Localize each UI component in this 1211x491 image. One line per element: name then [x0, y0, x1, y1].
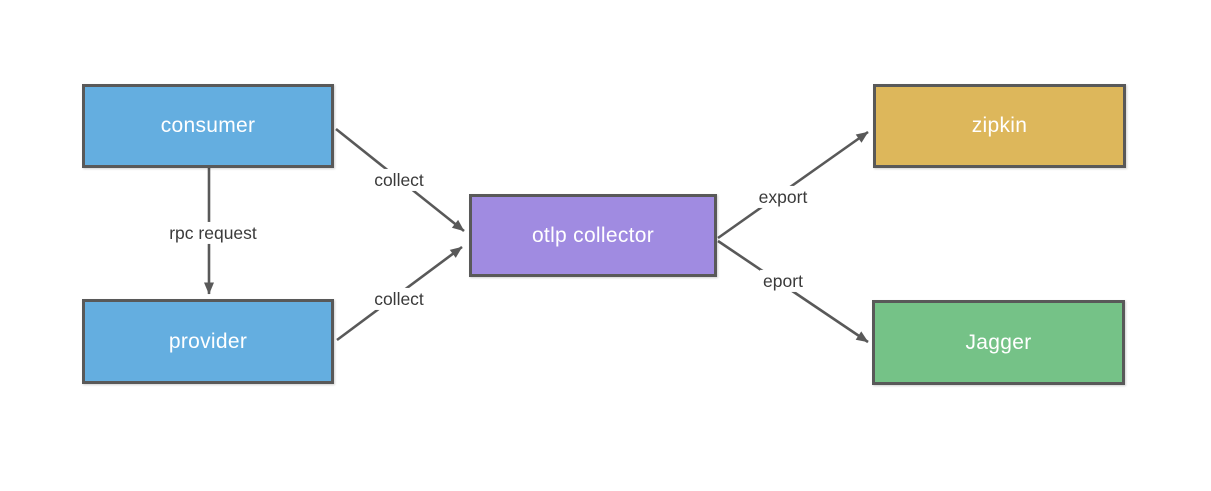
node-jagger-label: Jagger	[965, 330, 1032, 354]
node-provider-label: provider	[168, 329, 248, 353]
edge-label-collect-bottom: collect	[371, 287, 427, 311]
node-consumer: consumer	[82, 84, 334, 168]
node-otlp-collector: otlp collector	[469, 194, 717, 277]
edge-otlp-collector-zipkin	[717, 130, 869, 240]
node-jagger: Jagger	[872, 300, 1125, 385]
node-consumer-label: consumer	[160, 114, 256, 137]
edge-label-export: export	[755, 185, 811, 209]
edge-label-eport: eport	[760, 269, 806, 293]
node-otlp-collector-label: otlp collector	[531, 223, 655, 247]
edge-label-rpc-request: rpc request	[166, 221, 260, 245]
node-zipkin: zipkin	[873, 84, 1126, 168]
node-provider: provider	[82, 299, 334, 384]
edge-label-collect-top: collect	[371, 168, 427, 192]
node-zipkin-label: zipkin	[971, 114, 1028, 137]
